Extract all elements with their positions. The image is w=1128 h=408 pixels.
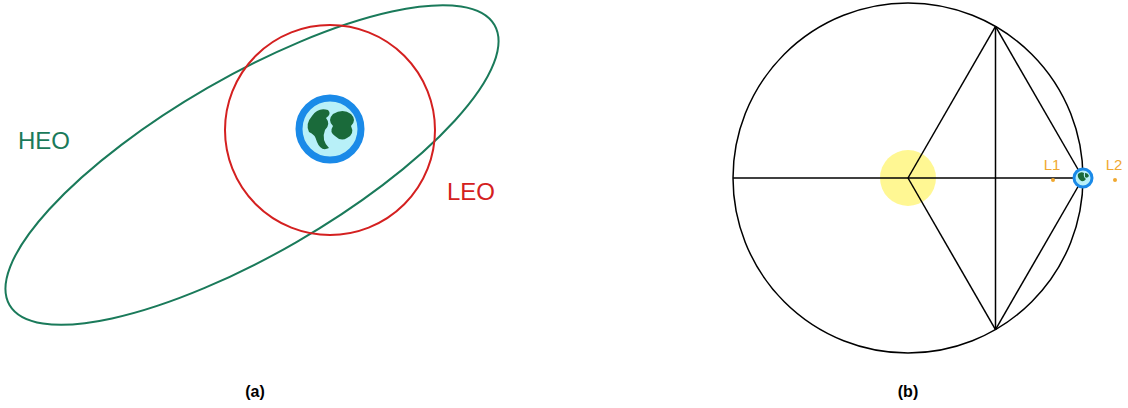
earth-icon [1074,169,1092,187]
geometry-lines [733,3,1083,353]
panel-label: (b) [898,383,918,401]
orbit-label: HEO [18,128,70,154]
earth-icon [299,98,361,160]
panel-label: (a) [245,383,265,401]
lagrange-label: L2 [1106,157,1123,174]
heo-orbit [0,0,539,382]
orbit-label: LEO [447,179,495,205]
leo-orbit [225,25,435,235]
lagrange-point [1051,178,1055,182]
lagrange-label: L1 [1044,157,1061,174]
lagrange-point [1113,178,1117,182]
